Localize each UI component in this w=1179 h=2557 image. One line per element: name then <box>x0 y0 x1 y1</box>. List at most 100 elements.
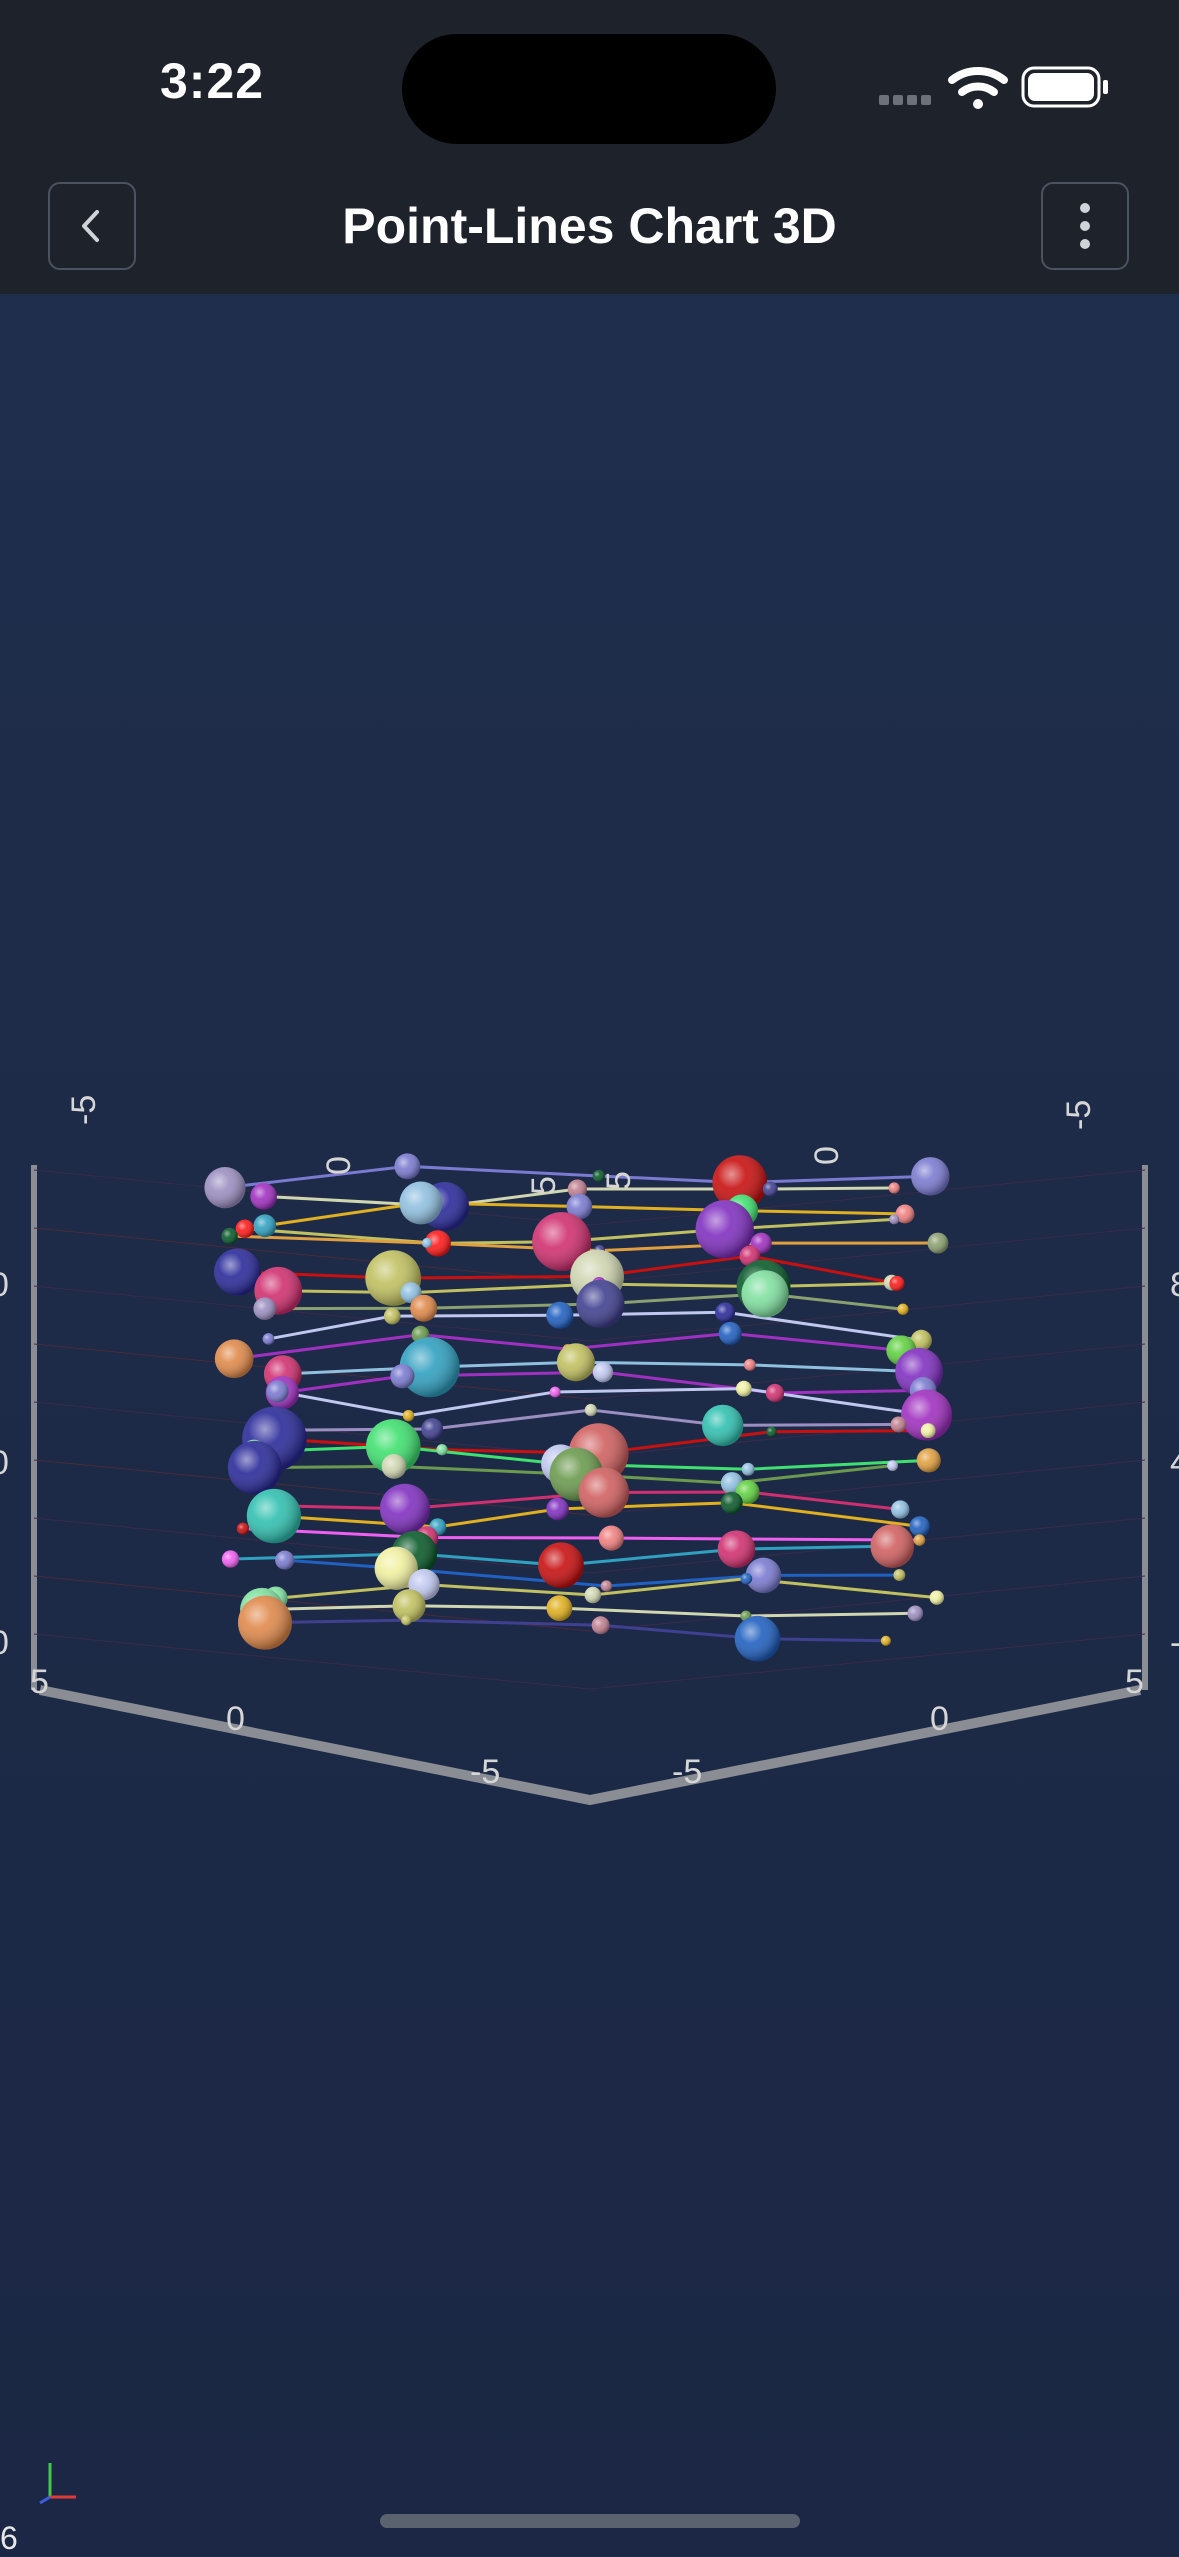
data-point-shading <box>546 1301 574 1329</box>
data-point-shading <box>424 1230 451 1257</box>
tick-z-bottom-mid: 0 <box>930 1700 949 1738</box>
data-point-shading <box>584 1586 602 1604</box>
data-point-shading <box>532 1212 592 1272</box>
data-point-shading <box>911 1157 950 1196</box>
grid-line <box>33 1459 591 1516</box>
data-point-shading <box>399 1181 443 1225</box>
data-point-shading <box>887 1460 898 1471</box>
data-point-shading <box>880 1635 891 1646</box>
data-point-shading <box>766 1426 777 1437</box>
data-point-shading <box>600 1580 612 1592</box>
grid-line <box>33 1633 591 1690</box>
data-point-shading <box>204 1167 246 1209</box>
data-point-shading <box>598 1525 624 1551</box>
tick-y-left-mid: 0 <box>0 1444 9 1482</box>
series-line <box>260 1408 899 1432</box>
data-point-shading <box>549 1386 561 1398</box>
data-point-shading <box>394 1153 421 1180</box>
data-point-shading <box>262 1333 275 1345</box>
grid-line <box>33 1227 591 1284</box>
data-point-shading <box>381 1454 407 1479</box>
home-indicator[interactable] <box>380 2514 800 2528</box>
data-point-shading <box>909 1516 930 1537</box>
status-bar: 3:22 <box>0 0 1179 160</box>
tick-labels: -5 0 5 5 0 -5 5 0 -5 -5 0 5 0 0 0 8 4 - <box>0 1095 1179 1791</box>
data-point-shading <box>740 1572 753 1585</box>
data-point-shading <box>893 1569 906 1582</box>
data-point-shading <box>741 1270 789 1318</box>
series-line <box>264 1618 886 1643</box>
axes-gizmo-icon <box>39 2463 76 2505</box>
data-point-shading <box>374 1546 418 1590</box>
data-point-shading <box>592 1361 614 1383</box>
status-icons <box>879 66 1108 109</box>
grid-line <box>589 1633 1146 1690</box>
data-point-shading <box>546 1595 573 1621</box>
grid-line <box>33 1517 591 1574</box>
data-point-shading <box>275 1550 295 1570</box>
data-point-shading <box>538 1542 584 1589</box>
data-point-shading <box>556 1343 595 1382</box>
data-point-shading <box>762 1181 778 1197</box>
data-point-shading <box>221 1227 238 1245</box>
data-point-shading <box>566 1193 593 1220</box>
tick-x-bottom-right: 5 <box>30 1663 49 1701</box>
data-point-shading <box>870 1524 915 1568</box>
data-point-shading <box>715 1302 736 1323</box>
tick-x-top-left: -5 <box>65 1095 103 1125</box>
data-point-shading <box>402 1410 415 1422</box>
corner-label: 6 <box>0 2520 18 2556</box>
data-point-shading <box>235 1219 255 1238</box>
data-point-shading <box>421 1237 433 1249</box>
grid-line <box>33 1285 591 1342</box>
data-point-shading <box>765 1383 785 1403</box>
app-header: Point-Lines Chart 3D <box>0 160 1179 294</box>
data-point-shading <box>214 1339 254 1379</box>
grid-line <box>589 1285 1146 1342</box>
data-point-shading <box>920 1423 936 1439</box>
data-point-shading <box>576 1279 625 1328</box>
grid-line <box>589 1401 1146 1458</box>
data-point-shading <box>238 1595 292 1650</box>
tick-x-top-right: 5 <box>525 1176 563 1195</box>
data-point-shading <box>584 1403 597 1417</box>
battery-icon <box>1021 66 1108 108</box>
tick-x-bottom-left: -5 <box>470 1753 500 1791</box>
data-point-shading <box>366 1419 421 1474</box>
tick-z-top-mid: 0 <box>808 1146 846 1165</box>
data-point-shading <box>591 1616 610 1635</box>
data-point-shading <box>421 1418 443 1440</box>
data-point-shading <box>401 1615 412 1626</box>
more-menu-button[interactable] <box>1041 182 1129 270</box>
data-point-shading <box>717 1530 756 1568</box>
data-point-shading <box>246 1488 302 1544</box>
data-point-shading <box>895 1204 915 1224</box>
data-point-shading <box>392 1589 426 1623</box>
data-point-shading <box>436 1444 448 1456</box>
data-point-shading <box>897 1303 909 1315</box>
signal-icon <box>879 95 931 105</box>
series-line <box>261 1604 916 1618</box>
data-point-shading <box>592 1169 605 1183</box>
grid-line <box>589 1169 1146 1226</box>
chart-3d[interactable]: -5 0 5 5 0 -5 5 0 -5 -5 0 5 0 0 0 8 4 - <box>0 294 1179 2494</box>
back-button[interactable] <box>48 182 136 270</box>
data-point-shading <box>891 1500 910 1519</box>
data-point-shading <box>745 1557 782 1594</box>
data-point-shading <box>916 1448 941 1473</box>
data-point-shading <box>720 1491 743 1514</box>
tick-z-bottom-right: 5 <box>1125 1663 1144 1701</box>
tick-y-left-top: 0 <box>0 1266 9 1304</box>
data-point-shading <box>214 1248 261 1296</box>
grid-line <box>589 1227 1146 1284</box>
grid-line <box>589 1575 1146 1632</box>
data-point-shading <box>253 1297 277 1320</box>
more-vertical-icon <box>1080 203 1090 249</box>
data-point-shading <box>702 1404 744 1447</box>
data-point-shading <box>383 1307 401 1325</box>
data-point-shading <box>907 1605 924 1622</box>
tick-x-top-mid: 0 <box>320 1156 358 1175</box>
data-point-shading <box>227 1440 282 1495</box>
data-point-shading <box>379 1483 430 1534</box>
data-point-shading <box>266 1380 289 1403</box>
